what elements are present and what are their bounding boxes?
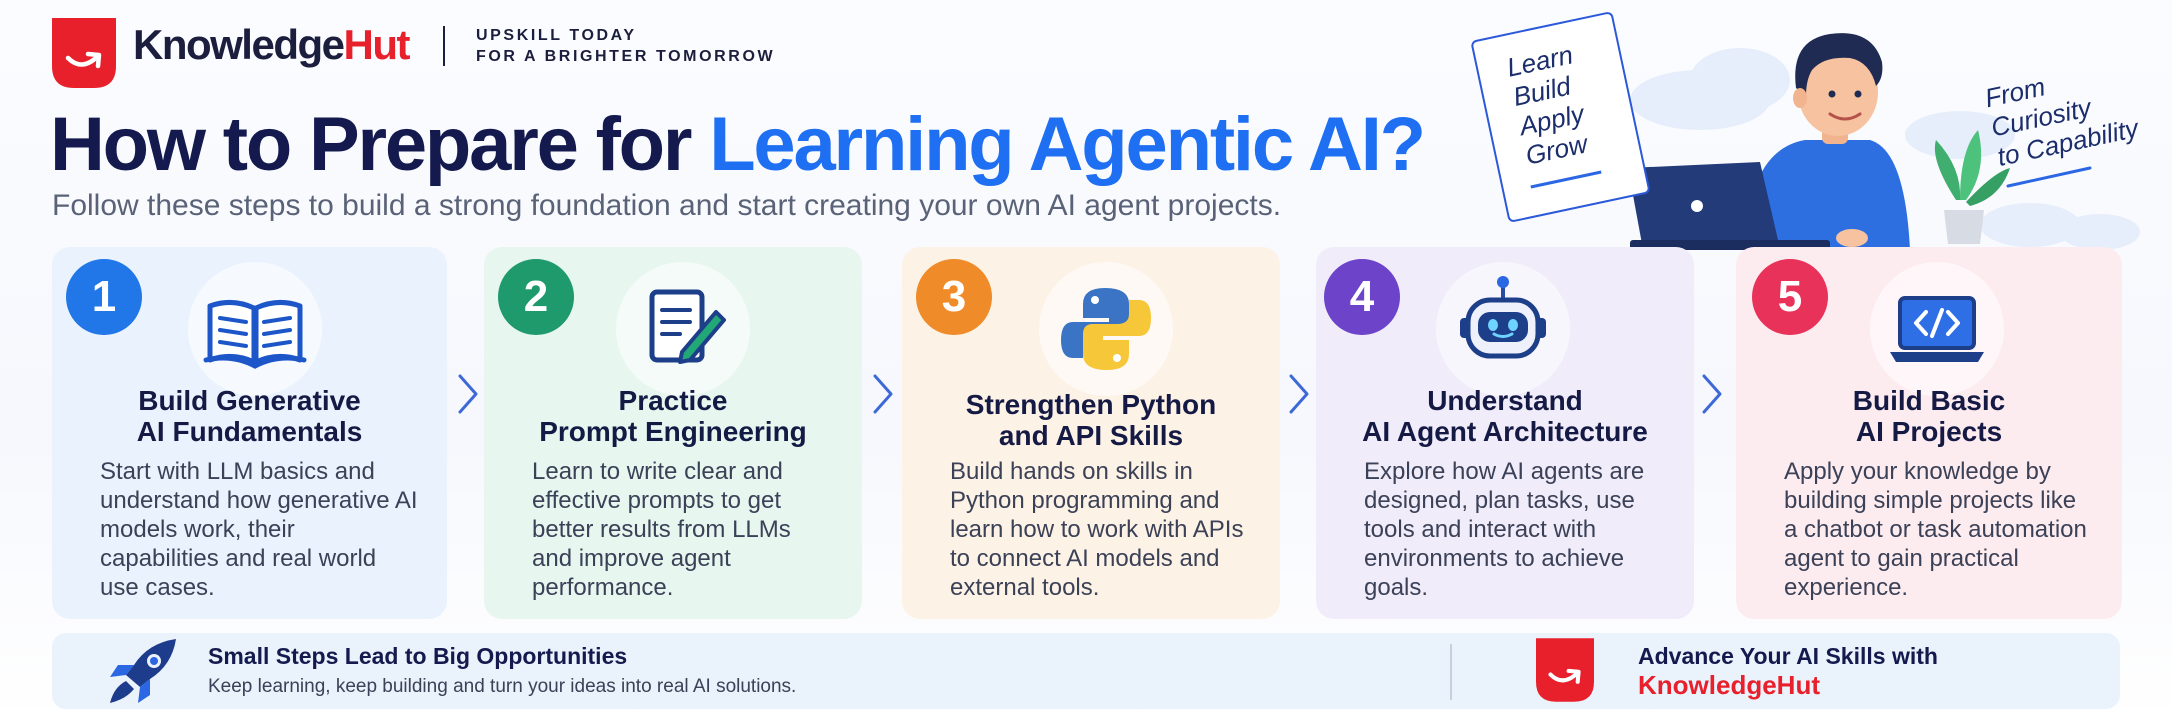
- step-title-line-2: and API Skills: [998, 420, 1184, 451]
- step-title: Build Basic AI Projects: [1736, 385, 2122, 447]
- step-title-line-1: Practice: [618, 385, 728, 416]
- step-card-2: 2 Practice Prompt Engineering Learn to w…: [484, 247, 862, 619]
- step-card-5: 5 Build Basic AI Projects Apply your kno…: [1736, 247, 2122, 619]
- footer-brand-name: KnowledgeHut: [1638, 670, 1820, 700]
- footer-divider: [1450, 644, 1452, 700]
- page-title-accent: Learning Agentic AI?: [709, 102, 1426, 187]
- step-number-badge: 3: [916, 259, 992, 335]
- step-title: Practice Prompt Engineering: [484, 385, 862, 447]
- chevron-right-icon: [873, 374, 893, 414]
- footer-banner: [52, 633, 2120, 709]
- step-description: Explore how AI agents are designed, plan…: [1364, 458, 1645, 601]
- step-description: Build hands on skills in Python programm…: [950, 458, 1244, 601]
- step-title-line-1: Build Basic: [1852, 385, 2006, 416]
- step-card-1: 1 Build Generative AI Fundamentals Start…: [52, 247, 447, 619]
- tagline-line-1: UPSKILL TODAY: [476, 27, 637, 44]
- chevron-right-icon: [458, 374, 478, 414]
- step-number-badge: 2: [498, 259, 574, 335]
- footer-cta-text: Advance Your AI Skills with: [1638, 643, 1938, 669]
- header-divider: [443, 26, 445, 66]
- open-book-icon: [188, 262, 322, 396]
- step-title-line-1: Understand: [1427, 385, 1583, 416]
- step-card-3: 3 Strengthen Python and API Skills Build…: [902, 247, 1280, 619]
- brand-name-part1: Knowledge: [133, 21, 345, 68]
- step-description: Apply your knowledge by building simple …: [1784, 458, 2087, 601]
- brand-tagline: UPSKILL TODAY FOR A BRIGHTER TOMORROW: [476, 25, 775, 67]
- laptop-code-icon: [1870, 262, 2004, 396]
- robot-icon: [1436, 262, 1570, 396]
- chevron-right-icon: [1289, 374, 1309, 414]
- person-with-laptop-illustration: [1628, 33, 2140, 250]
- step-card-4: 4 Understand AI Agent Architecture Explo…: [1316, 247, 1694, 619]
- step-description: Learn to write clear and effective promp…: [532, 458, 791, 601]
- page-title-prefix: How to Prepare for: [50, 102, 710, 187]
- page-title: How to Prepare for Learning Agentic AI?: [50, 100, 1426, 190]
- brand-name: KnowledgeHut: [133, 20, 411, 70]
- step-title-line-1: Strengthen Python: [965, 389, 1217, 420]
- knowledgehut-logo-icon: [1536, 638, 1594, 702]
- step-number-badge: 5: [1752, 259, 1828, 335]
- chevron-right-icon: [1702, 374, 1722, 414]
- step-title: Strengthen Python and API Skills: [902, 389, 1280, 451]
- python-logo-icon: [1039, 262, 1173, 396]
- step-title-line-1: Build Generative: [138, 385, 361, 416]
- footer-text: Keep learning, keep building and turn yo…: [208, 676, 797, 697]
- step-title-line-2: Prompt Engineering: [539, 416, 807, 447]
- step-title-line-2: AI Projects: [1855, 416, 2003, 447]
- step-title-line-2: AI Fundamentals: [136, 416, 363, 447]
- document-pencil-icon: [616, 262, 750, 396]
- tagline-line-2: FOR A BRIGHTER TOMORROW: [476, 48, 776, 65]
- step-title: Build Generative AI Fundamentals: [52, 385, 447, 447]
- knowledgehut-logo-icon: [52, 18, 116, 88]
- step-description: Start with LLM basics and understand how…: [100, 458, 418, 601]
- brand-name-part2: Hut: [343, 21, 411, 68]
- step-number-badge: 1: [66, 259, 142, 335]
- step-number-badge: 4: [1324, 259, 1400, 335]
- page-subtitle: Follow these steps to build a strong fou…: [52, 189, 1282, 222]
- footer-heading: Small Steps Lead to Big Opportunities: [208, 643, 628, 669]
- step-title: Understand AI Agent Architecture: [1316, 385, 1694, 447]
- step-title-line-2: AI Agent Architecture: [1362, 416, 1648, 447]
- rocket-icon: [110, 639, 176, 703]
